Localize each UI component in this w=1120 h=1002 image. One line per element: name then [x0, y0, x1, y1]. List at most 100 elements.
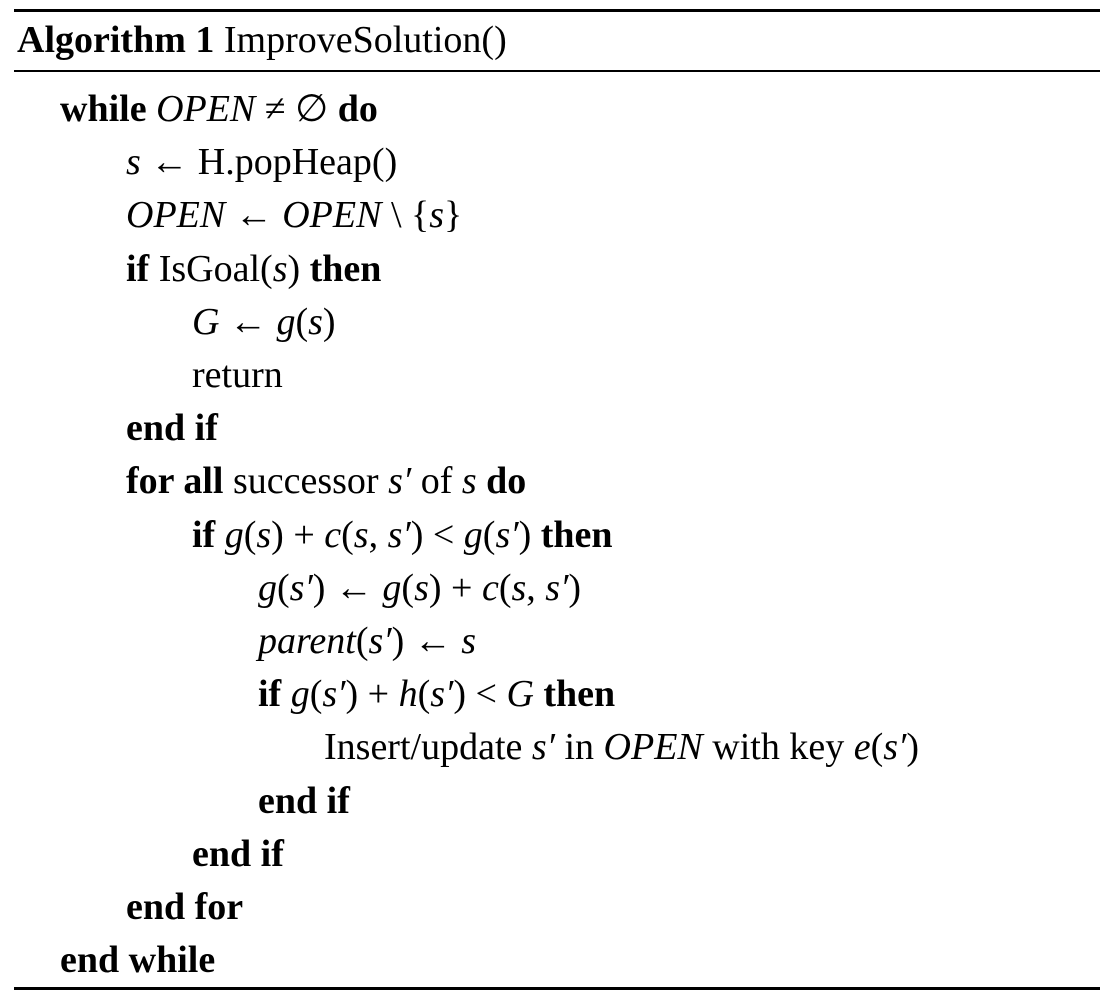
line-text: in: [554, 726, 604, 769]
math-symbol: e: [853, 726, 871, 769]
math-symbol: G: [192, 300, 220, 343]
math-symbol: s: [126, 141, 141, 184]
line-text: [477, 460, 487, 502]
math-symbol: s: [256, 513, 272, 556]
line-text: (: [341, 513, 354, 556]
line-text: ,: [368, 513, 388, 556]
line-text: ) +: [345, 673, 399, 716]
algorithm-line: parent(s′) ← s: [258, 616, 476, 666]
algorithm-label: Algorithm 1: [17, 19, 215, 61]
keyword: if: [126, 247, 150, 290]
line-text: with key: [702, 726, 854, 769]
math-symbol: parent: [258, 620, 356, 662]
algorithm-line: G ← g(s): [192, 297, 336, 347]
line-text: ←: [219, 300, 277, 343]
line-text: ,: [526, 566, 546, 609]
algorithm-line: return: [192, 350, 283, 400]
line-text: (: [498, 566, 512, 609]
bottom-rule: [14, 987, 1100, 990]
line-text: return: [192, 354, 283, 396]
line-text: ) <: [410, 513, 464, 556]
line-text: ): [287, 247, 310, 290]
math-symbol: s′: [387, 513, 411, 556]
algorithm-line: OPEN ← OPEN \ {s}: [126, 190, 462, 240]
algorithm-line: g(s′) ← g(s) + c(s, s′): [258, 563, 581, 613]
keyword: then: [309, 247, 382, 290]
line-text: ) <: [453, 673, 507, 716]
keyword: then: [543, 673, 616, 716]
line-text: [281, 673, 291, 715]
line-text: [215, 514, 225, 556]
math-symbol: s′: [531, 726, 555, 769]
line-text: ): [518, 513, 541, 556]
line-text: ): [906, 726, 919, 769]
math-symbol: h: [398, 673, 418, 716]
line-text: \ {: [381, 194, 430, 237]
caption-rule: [14, 70, 1100, 72]
math-symbol: s: [461, 620, 477, 662]
math-symbol: s′: [388, 460, 412, 503]
math-symbol: s: [511, 566, 527, 609]
math-symbol: s′: [430, 673, 454, 716]
algorithm-line: end for: [126, 882, 243, 932]
line-text: ) ←: [391, 620, 462, 662]
line-text: [534, 673, 544, 715]
keyword: then: [540, 513, 613, 556]
math-symbol: s: [353, 513, 369, 556]
line-text: successor: [223, 460, 389, 503]
keyword: do: [486, 460, 527, 503]
keyword: end for: [126, 886, 244, 928]
line-text: (: [870, 726, 884, 769]
line-text: ): [322, 300, 336, 343]
algorithm-line: Insert/update s′ in OPEN with key e(s′): [324, 722, 919, 772]
math-symbol: s′: [883, 726, 907, 769]
math-symbol: s: [414, 566, 429, 609]
math-symbol: c: [324, 513, 342, 556]
line-text: (: [417, 673, 431, 716]
algorithm-line: end if: [126, 403, 218, 453]
algorithm-caption: Algorithm 1 ImproveSolution(): [17, 14, 507, 66]
line-text: Insert/update: [324, 726, 532, 769]
algorithm-title: ImproveSolution(): [223, 19, 507, 61]
keyword: if: [258, 673, 282, 716]
math-symbol: OPEN: [282, 194, 382, 237]
line-text: (: [277, 566, 290, 609]
math-symbol: s: [461, 460, 477, 503]
line-text: ≠ ∅: [255, 88, 338, 130]
math-symbol: OPEN: [156, 88, 256, 130]
algorithm-line: if IsGoal(s) then: [126, 244, 381, 294]
keyword: do: [337, 88, 378, 130]
algorithm-line: end while: [60, 935, 215, 985]
math-symbol: c: [481, 566, 499, 609]
line-text: ) +: [271, 513, 325, 556]
math-symbol: g: [258, 566, 277, 609]
keyword: end if: [192, 832, 284, 875]
line-text: ) +: [428, 566, 482, 609]
line-text: (: [401, 566, 415, 609]
math-symbol: g: [224, 513, 244, 556]
line-text: }: [444, 194, 463, 237]
line-text: (: [309, 673, 323, 716]
line-text: (: [355, 620, 369, 662]
math-symbol: g: [382, 566, 402, 609]
algorithm-line: if g(s) + c(s, s′) < g(s′) then: [192, 510, 613, 560]
line-text: of: [411, 460, 462, 503]
algorithm-line: s ← H.popHeap(): [126, 137, 397, 187]
math-symbol: g: [463, 513, 483, 556]
algorithm-line: for all successor s′ of s do: [126, 456, 526, 506]
math-symbol: s: [308, 300, 323, 343]
line-text: ← H.popHeap(): [140, 141, 398, 184]
math-symbol: s′: [495, 513, 519, 556]
math-symbol: s: [429, 194, 445, 237]
line-text: ): [568, 566, 582, 609]
math-symbol: G: [506, 673, 534, 716]
algorithm-line: end if: [192, 829, 284, 879]
keyword: while: [60, 88, 147, 130]
keyword: for all: [126, 460, 224, 503]
math-symbol: s′: [545, 566, 569, 609]
algorithm-line: while OPEN ≠ ∅ do: [60, 84, 378, 134]
keyword: end while: [60, 939, 216, 982]
top-rule: [14, 9, 1100, 12]
keyword: if: [192, 513, 216, 556]
math-symbol: g: [290, 673, 310, 716]
